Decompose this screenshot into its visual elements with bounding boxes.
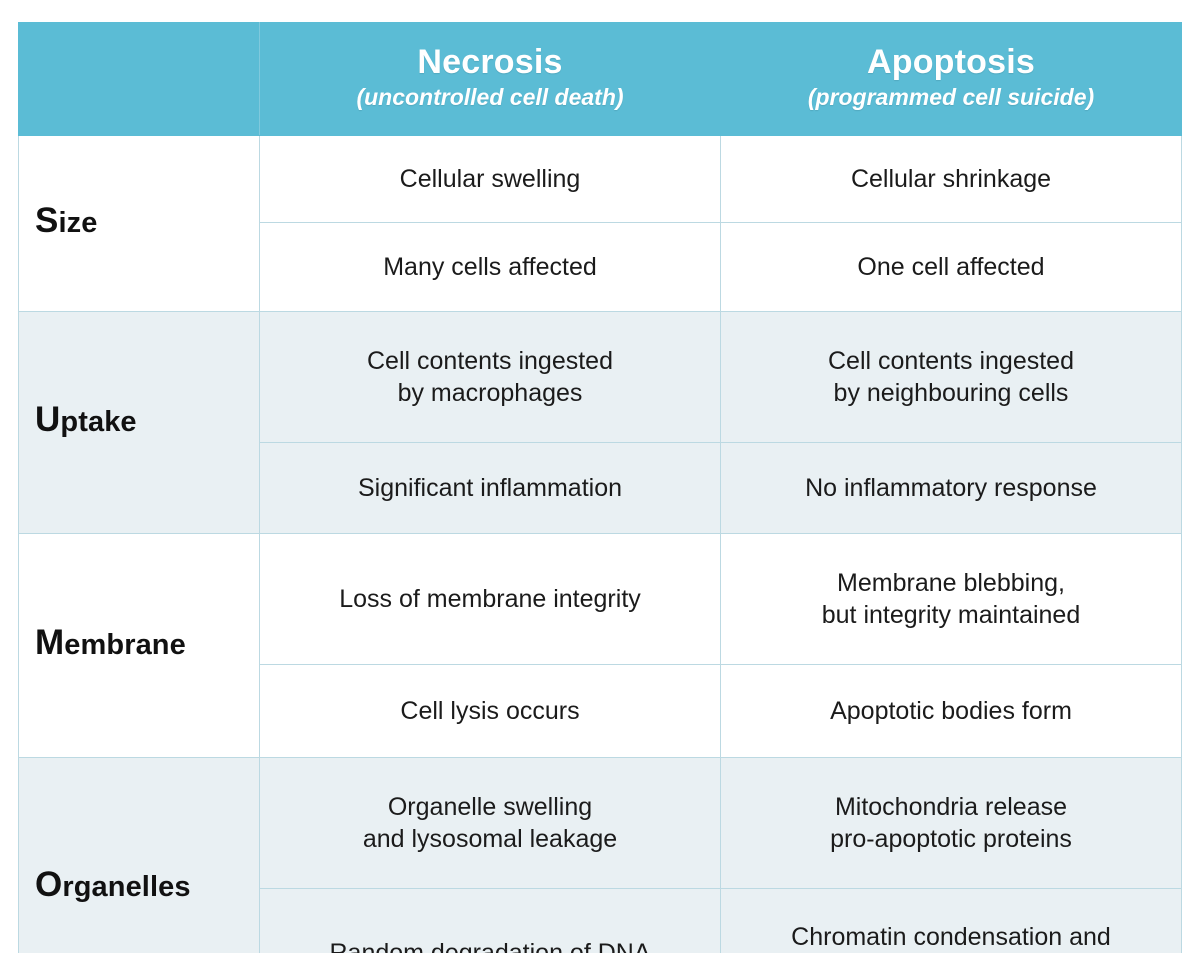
- cell-organelles-necrosis-1: Organelle swelling and lysosomal leakage: [259, 757, 721, 889]
- row-label-uptake-rest: ptake: [60, 406, 137, 438]
- cell-size-necrosis-2: Many cells affected: [259, 222, 721, 312]
- table-row: Membrane Loss of membrane integrity Memb…: [18, 533, 1182, 758]
- row-label-membrane-initial: M: [35, 623, 65, 662]
- cell-line-2: by neighbouring cells: [833, 379, 1069, 407]
- table-row: Uptake Cell contents ingested by macroph…: [18, 311, 1182, 534]
- necrosis-title: Necrosis: [417, 42, 563, 81]
- table-row: Many cells affected One cell affected: [19, 222, 1182, 312]
- cell-line-1: Cell contents ingested: [828, 346, 1074, 375]
- cell-membrane-necrosis-1: Loss of membrane integrity: [259, 533, 721, 665]
- cell-line-1: Cell contents ingested: [367, 346, 613, 375]
- row-label-uptake: Uptake: [18, 311, 260, 534]
- table-row: Cell lysis occurs Apoptotic bodies form: [19, 664, 1182, 758]
- column-header-apoptosis: Apoptosis (programmed cell suicide): [720, 22, 1182, 136]
- cell-size-necrosis-1: Cellular swelling: [259, 135, 721, 223]
- header-corner-cell: [18, 22, 260, 136]
- row-label-organelles-initial: O: [35, 865, 63, 904]
- apoptosis-title: Apoptosis: [866, 42, 1035, 81]
- table-header: Necrosis (uncontrolled cell death) Apopt…: [18, 22, 1182, 136]
- cell-line-1: Chromatin condensation and: [791, 922, 1111, 951]
- cell-line-2: and lysosomal leakage: [362, 825, 618, 853]
- cell-membrane-apoptosis-2: Apoptotic bodies form: [720, 664, 1182, 758]
- table-row: Random degradation of DNA Chromatin cond…: [19, 888, 1182, 953]
- row-label-uptake-initial: U: [35, 400, 61, 439]
- cell-organelles-necrosis-2: Random degradation of DNA: [259, 888, 721, 953]
- apoptosis-subtitle: (programmed cell suicide): [807, 84, 1095, 111]
- row-label-organelles: Organelles: [18, 757, 260, 953]
- header-row: Necrosis (uncontrolled cell death) Apopt…: [18, 22, 1182, 136]
- cell-uptake-necrosis-1: Cell contents ingested by macrophages: [259, 311, 721, 443]
- cell-line-1: Organelle swelling: [387, 792, 593, 821]
- row-label-size: Size: [18, 135, 260, 312]
- cell-line-1: Membrane blebbing,: [837, 568, 1065, 597]
- table-body: Size Cellular swelling Cellular shrinkag…: [18, 135, 1182, 953]
- cell-uptake-apoptosis-1: Cell contents ingested by neighbouring c…: [720, 311, 1182, 443]
- cell-organelles-apoptosis-1: Mitochondria release pro-apoptotic prote…: [720, 757, 1182, 889]
- row-label-size-rest: ize: [58, 207, 98, 239]
- row-label-membrane-rest: embrane: [64, 629, 186, 661]
- row-label-membrane: Membrane: [18, 533, 260, 758]
- cell-uptake-apoptosis-2: No inflammatory response: [720, 442, 1182, 534]
- cell-line-2: but integrity maintained: [821, 601, 1081, 629]
- cell-organelles-apoptosis-2: Chromatin condensation and non-random DN…: [720, 888, 1182, 953]
- cell-membrane-necrosis-2: Cell lysis occurs: [259, 664, 721, 758]
- cell-line-2: by macrophages: [397, 379, 583, 407]
- necrosis-subtitle: (uncontrolled cell death): [356, 84, 624, 111]
- table-row: Significant inflammation No inflammatory…: [19, 442, 1182, 534]
- cell-uptake-necrosis-2: Significant inflammation: [259, 442, 721, 534]
- comparison-table-container: Necrosis (uncontrolled cell death) Apopt…: [18, 22, 1182, 953]
- cell-line-2: pro-apoptotic proteins: [830, 825, 1072, 853]
- row-label-size-initial: S: [35, 201, 59, 240]
- column-header-necrosis: Necrosis (uncontrolled cell death): [259, 22, 721, 136]
- necrosis-apoptosis-comparison-table: Necrosis (uncontrolled cell death) Apopt…: [18, 22, 1182, 953]
- row-label-organelles-rest: rganelles: [62, 871, 191, 903]
- table-row: Size Cellular swelling Cellular shrinkag…: [18, 135, 1182, 312]
- cell-size-apoptosis-2: One cell affected: [720, 222, 1182, 312]
- cell-line-1: Mitochondria release: [834, 792, 1068, 821]
- cell-membrane-apoptosis-1: Membrane blebbing, but integrity maintai…: [720, 533, 1182, 665]
- cell-size-apoptosis-1: Cellular shrinkage: [720, 135, 1182, 223]
- table-row: Organelles Organelle swelling and lysoso…: [18, 757, 1182, 953]
